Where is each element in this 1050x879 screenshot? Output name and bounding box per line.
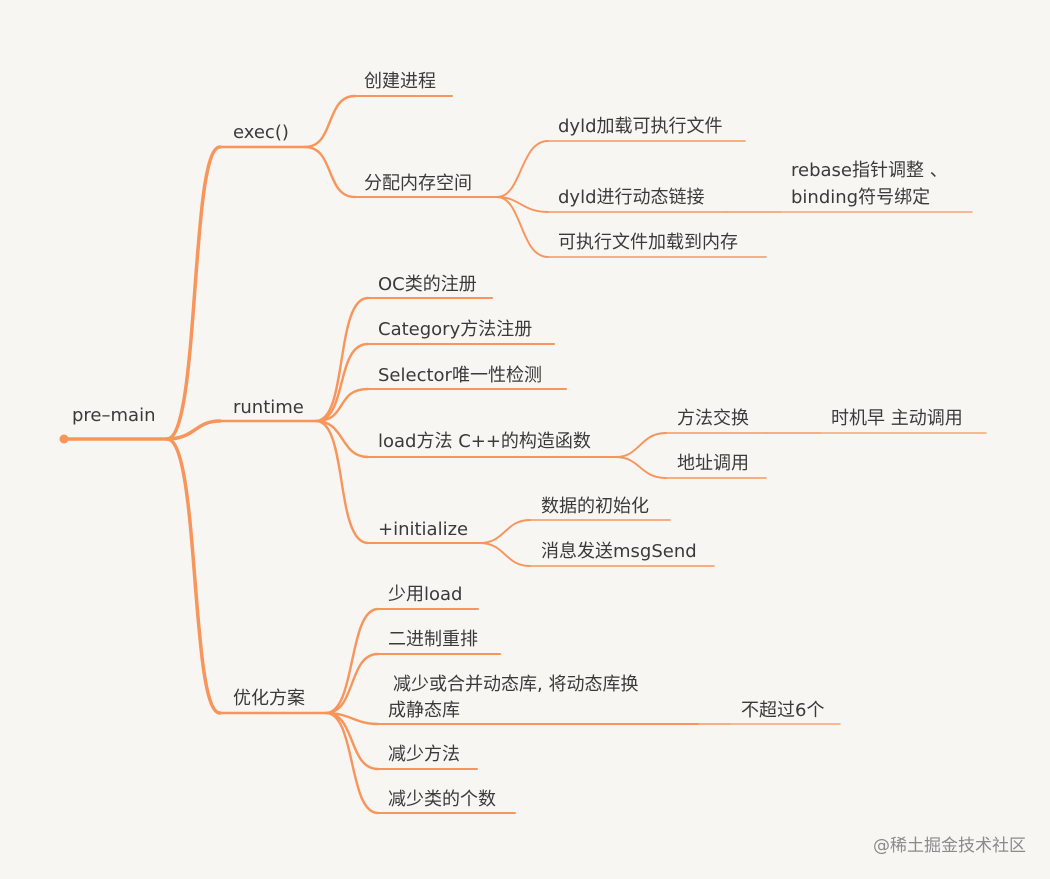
connector-exec-alloc (303, 145, 357, 199)
node-runtime: runtime (233, 397, 304, 418)
connector-load-swizzle (615, 432, 667, 458)
note-binding: binding符号绑定 (791, 187, 930, 208)
node-labels: pre–main exec() 创建进程 分配内存空间 dyld加载可执行文件 … (72, 71, 963, 810)
root-node-dot (59, 434, 69, 444)
connector-load-address (615, 456, 667, 479)
connector-alloc-exe-load (496, 196, 549, 258)
connector-opt-classes (324, 711, 380, 815)
connector-root-optimize (165, 437, 222, 715)
node-data-init: 数据的初始化 (541, 496, 649, 517)
node-reduce-classes: 减少类的个数 (388, 789, 496, 810)
branch-connectors (62, 94, 987, 815)
node-msg-send: 消息发送msgSend (541, 541, 697, 562)
connector-init-msg (479, 542, 531, 567)
node-alloc-memory: 分配内存空间 (364, 173, 472, 194)
node-dyld-load: dyld加载可执行文件 (558, 116, 723, 137)
node-initialize: +initialize (378, 519, 468, 540)
node-oc-register: OC类的注册 (378, 274, 477, 295)
node-less-load: 少用load (388, 584, 462, 605)
connector-runtime-load (314, 419, 370, 459)
node-category-register: Category方法注册 (378, 319, 532, 340)
connector-opt-binary (324, 652, 380, 715)
connector-runtime-selector (314, 387, 370, 423)
node-reduce-dylib-line1: 减少或合并动态库, 将动态库换 (393, 674, 638, 695)
node-reduce-methods: 减少方法 (388, 744, 460, 765)
node-binary-reorder: 二进制重排 (388, 629, 478, 650)
node-optimize: 优化方案 (233, 688, 305, 709)
connector-opt-load (324, 607, 380, 715)
connector-runtime-oc (314, 296, 370, 423)
note-max-six: 不超过6个 (741, 700, 824, 721)
watermark: @稀土掘金技术社区 (873, 836, 1026, 856)
node-dyld-link: dyld进行动态链接 (558, 187, 705, 208)
connector-root-runtime (165, 419, 222, 441)
node-reduce-dylib-line2: 成静态库 (388, 700, 460, 721)
connector-exec-create (303, 94, 357, 149)
node-create-process: 创建进程 (364, 71, 436, 92)
connector-init-data (479, 519, 531, 544)
node-exe-load: 可执行文件加载到内存 (558, 232, 738, 253)
node-exec: exec() (233, 122, 289, 143)
connector-root-exec (165, 145, 222, 441)
note-early-active-call: 时机早 主动调用 (831, 408, 963, 429)
node-load-method: load方法 C++的构造函数 (378, 431, 591, 452)
connector-alloc-dyld-load (496, 140, 549, 198)
node-method-swizzle: 方法交换 (677, 408, 749, 429)
node-selector-check: Selector唯一性检测 (378, 365, 542, 386)
connector-runtime-category (314, 342, 370, 423)
node-address-call: 地址调用 (677, 453, 749, 474)
connector-runtime-initialize (314, 419, 370, 545)
root-node: pre–main (72, 405, 155, 426)
note-rebase: rebase指针调整 、 (791, 160, 948, 181)
